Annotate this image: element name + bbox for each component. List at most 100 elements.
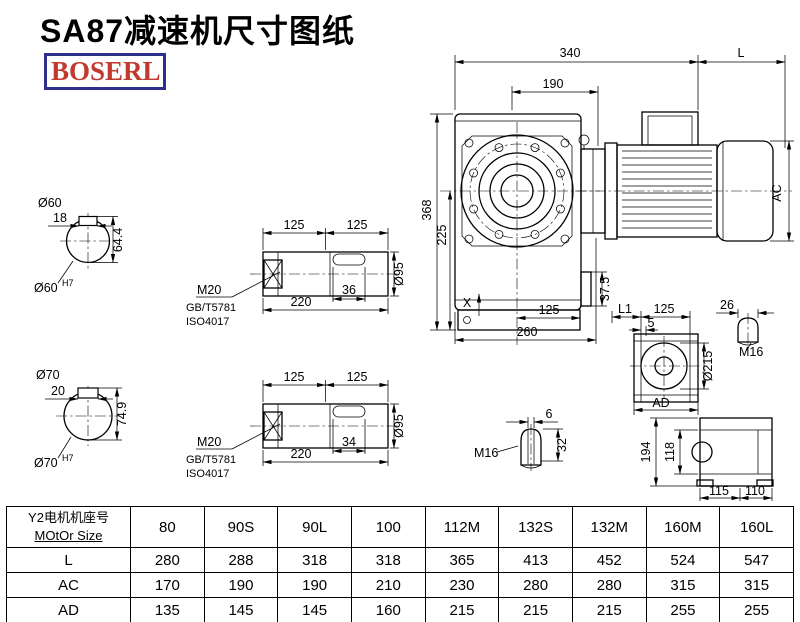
bore-60-label: Ø60	[34, 281, 58, 295]
dim-32: 32	[541, 428, 569, 462]
dim-row-label: AC	[6, 572, 131, 598]
bore-60-callout: Ø60 H7	[34, 260, 74, 295]
dim-value-cell: 280	[498, 572, 573, 598]
motor-col-header: 90L	[277, 506, 352, 548]
dim-value-cell: 365	[424, 547, 500, 573]
thread-m20-label: M20	[197, 283, 221, 297]
dim-64-4-label: 64.4	[111, 228, 125, 252]
dim-340-label: 340	[560, 46, 581, 60]
motor	[575, 111, 792, 242]
dim-194: 194	[639, 417, 698, 487]
shaft-view-top: 125 125 36 220 Ø95 M20 GB/T5781 ISO4017	[186, 218, 406, 328]
dim-value-cell: 215	[571, 597, 647, 622]
dim-value-cell: 318	[350, 547, 426, 573]
motor-col-header: 80	[130, 506, 205, 548]
dim-194-label: 194	[639, 442, 653, 463]
dim-value-cell: 452	[571, 547, 647, 573]
dim-row-label: AD	[6, 597, 131, 622]
breather-detail: 6 32 M16	[474, 407, 569, 471]
table-row-AC: AC 170 190 190 210 230 280 280 315 315	[6, 572, 794, 598]
dim-125-side: 125	[640, 302, 691, 334]
table-row-AD: AD 135 145 145 160 215 215 215 255 255	[6, 597, 794, 622]
dim-225: 225	[435, 190, 453, 331]
dim-6: 6	[506, 407, 558, 428]
front-view: 340 L 190 368 225 37.5	[420, 46, 794, 345]
dim-260: 260	[454, 238, 597, 344]
shaft-view-bottom: 125 125 34 220 Ø95 M20 GB/T5781 ISO4017	[186, 370, 406, 480]
dia-95-label: Ø95	[392, 262, 406, 286]
motor-size-header-cell: Y2电机机座号 MOtOr Size	[6, 506, 131, 548]
dim-18-label: 18	[53, 211, 67, 225]
d im-value-cell: 170	[130, 572, 205, 598]
header-cn: Y2电机机座号	[28, 510, 109, 526]
dim-125-125-top: 125 125	[262, 218, 389, 250]
dim-value-cell: 215	[424, 597, 500, 622]
dim-value-cell: 524	[645, 547, 721, 573]
terminal-box	[641, 111, 699, 146]
dim-125-bottom: 125	[516, 303, 581, 321]
dim-36: 36	[332, 267, 366, 302]
thread-m16-label: M16	[739, 345, 763, 359]
keyway	[332, 253, 366, 266]
dim-34: 34	[332, 419, 366, 454]
dim-value-cell: 215	[498, 597, 573, 622]
bore-60-tol: H7	[62, 278, 74, 288]
motor-col-header: 132S	[498, 506, 573, 548]
dim-125-label: 125	[654, 302, 675, 316]
dia-70-label: Ø70	[36, 368, 60, 382]
gearbox-housing	[440, 113, 600, 345]
technical-drawing: 340 L 190 368 225 37.5	[34, 46, 794, 501]
table-row-L: L 280 288 318 318 365 413 452 524 547	[6, 547, 794, 573]
dim-125a-label: 125	[284, 218, 305, 232]
thread-m16-label: M16	[474, 446, 498, 460]
rear-view: 194 118 115 110	[639, 417, 774, 501]
x-label: X	[463, 296, 472, 310]
dim-220-bottom: 220	[262, 447, 389, 466]
m20-callout-top: M20 GB/T5781 ISO4017	[186, 271, 281, 328]
std-gb-label: GB/T5781	[186, 454, 236, 466]
dim-74-9-label: 74.9	[115, 402, 129, 426]
dim-value-cell: 135	[130, 597, 205, 622]
dim-dia95-top: Ø95	[390, 251, 406, 297]
x-marker: X	[463, 293, 482, 316]
side-view: L1 125 5 Ø215 AD	[611, 298, 774, 415]
dim-368-label: 368	[420, 200, 434, 221]
m16-callout: M16	[474, 445, 519, 460]
key-section	[77, 387, 99, 399]
dim-64-4: 64.4	[90, 216, 125, 263]
dim-value-cell: 288	[203, 547, 279, 573]
dim-value-cell: 255	[719, 597, 794, 622]
dim-5: 5	[629, 316, 658, 336]
dim-37-5: 37.5	[591, 271, 612, 307]
dim-value-cell: 190	[203, 572, 279, 598]
dim-32-label: 32	[555, 438, 569, 452]
dim-dia95-bottom: Ø95	[390, 403, 406, 449]
dia-95-label: Ø95	[392, 414, 406, 438]
std-iso-label: ISO4017	[186, 316, 229, 328]
dim-220-label: 220	[291, 295, 312, 309]
dim-125b-label: 125	[347, 370, 368, 384]
dim-125-125-bottom: 125 125	[262, 370, 389, 402]
dim-5-label: 5	[648, 316, 655, 330]
dim-260-label: 260	[517, 325, 538, 339]
retaining-bolt	[263, 411, 283, 441]
motor-col-header: 132M	[571, 506, 647, 548]
dim-115-110: 115 110	[699, 484, 773, 501]
header-en: MOtOr Size	[34, 528, 103, 543]
dim-74-9: 74.9	[90, 387, 129, 441]
dia-60-label: Ø60	[38, 196, 62, 210]
dim-value-cell: 145	[203, 597, 279, 622]
thread-m20-label: M20	[197, 435, 221, 449]
dim-L1-label: L1	[618, 302, 632, 316]
dim-190-label: 190	[543, 77, 564, 91]
m20-callout-bottom: M20 GB/T5781 ISO4017	[186, 423, 281, 480]
dim-value-cell: 145	[277, 597, 352, 622]
dim-118-label: 118	[663, 442, 677, 462]
dim-AC-label: AC	[770, 184, 784, 201]
dim-220-label: 220	[291, 447, 312, 461]
retaining-bolt	[263, 259, 283, 289]
dim-value-cell: 230	[424, 572, 500, 598]
dim-value-cell: 318	[277, 547, 352, 573]
motor-col-header: 160L	[719, 506, 794, 548]
dim-225-label: 225	[435, 225, 449, 246]
